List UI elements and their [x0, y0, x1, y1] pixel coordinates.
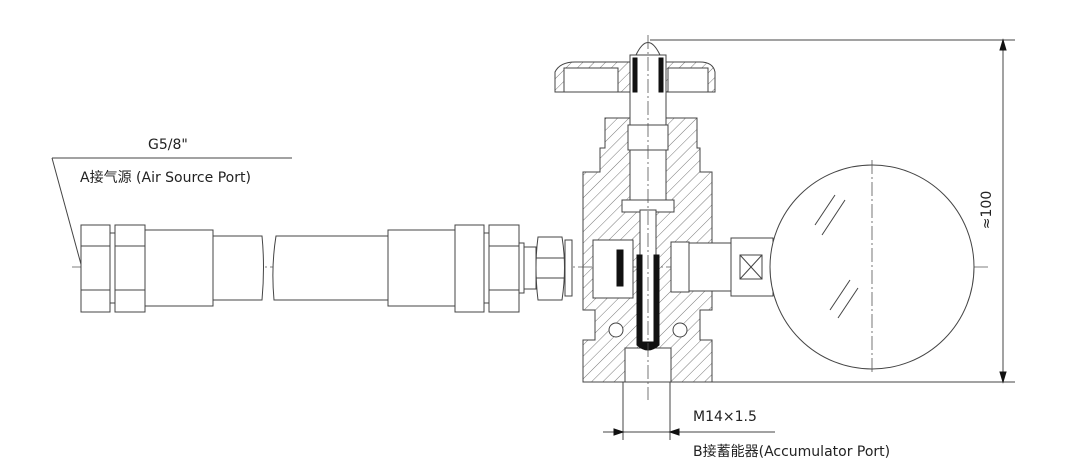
height-dimension: [650, 38, 1015, 384]
port-a-label: A接气源 (Air Source Port): [80, 170, 251, 186]
port-b-label: B接蓄能器(Accumulator Port): [693, 444, 891, 460]
pressure-gauge: [688, 160, 975, 375]
handwheel: [554, 35, 716, 400]
height-dimension-label: ≈100: [979, 190, 996, 230]
port-a-leader: [51, 157, 292, 269]
thread-a-label: G5/8": [148, 137, 188, 153]
thread-b-label: M14×1.5: [693, 409, 757, 425]
hose-assembly: [80, 224, 573, 313]
valve-body: [582, 117, 713, 383]
thread-b-dimension: [603, 382, 775, 440]
